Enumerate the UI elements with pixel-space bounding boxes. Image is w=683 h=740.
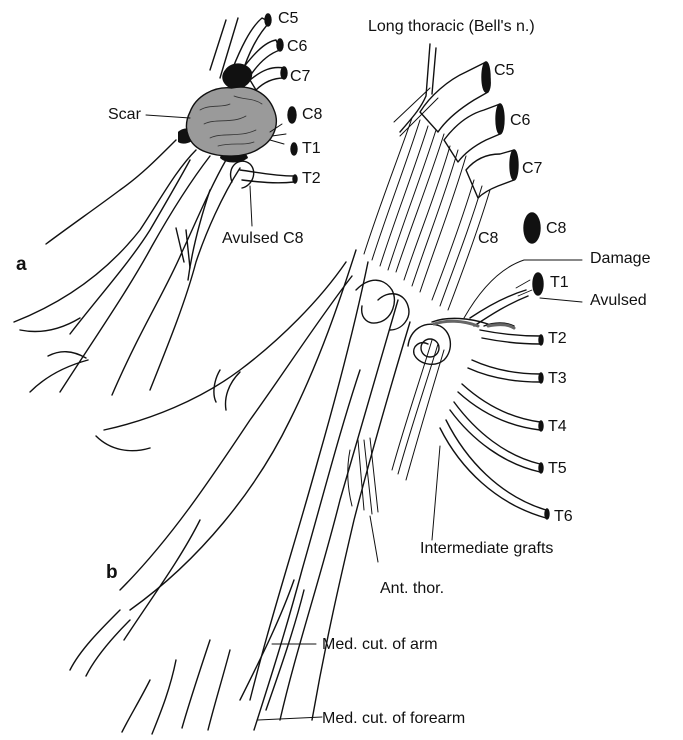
panel-a-t2-nerve: [240, 170, 294, 183]
panel-b-label-t6: T6: [554, 508, 573, 526]
panel-b-label-c5: C5: [494, 62, 514, 80]
scar-mass: [187, 87, 277, 156]
panel-a-label-c8: C8: [302, 106, 322, 124]
panel-a-nerve-trunks: [14, 140, 240, 395]
intermediate-graft-strands: [348, 340, 444, 514]
panel-b-label-t5: T5: [548, 460, 567, 478]
coil-loop: [408, 324, 450, 364]
panel-b-label-med-cut-forearm: Med. cut. of forearm: [322, 710, 465, 728]
panel-b-label-avulsed: Avulsed: [590, 292, 647, 310]
panel-a-label-c7: C7: [290, 68, 310, 86]
panel-a-label-avulsed-c8: Avulsed C8: [222, 230, 304, 248]
long-thoracic-nerve: [400, 44, 436, 132]
panel-a-label-c6: C6: [287, 38, 307, 56]
panel-b-label-c8-root: C8: [546, 220, 566, 238]
panel-a-label-t2: T2: [302, 170, 321, 188]
panel-b-c8-stump: [524, 213, 540, 243]
arm-nerve-trunks: [70, 250, 410, 734]
panel-b-label-med-cut-arm: Med. cut. of arm: [322, 636, 438, 654]
panel-b-label-c7: C7: [522, 160, 542, 178]
panel-b-label-t1: T1: [550, 274, 569, 292]
panel-b-label-t3: T3: [548, 370, 567, 388]
panel-a-loop: [231, 161, 254, 188]
intercostal-nerves: [440, 330, 549, 519]
panel-b-label-c6: C6: [510, 112, 530, 130]
panel-b-label-ant-thor: Ant. thor.: [380, 580, 444, 598]
panel-b-label-t4: T4: [548, 418, 567, 436]
panel-b-root-stumps: [420, 62, 518, 198]
panel-a-drawing: [14, 14, 297, 395]
panel-b-label-damage: Damage: [590, 250, 650, 268]
panel-a-label-scar: Scar: [108, 106, 141, 124]
panel-b-label-c8-trunk: C8: [478, 230, 498, 248]
panel-b-marker: b: [106, 564, 118, 582]
panel-b-label-t2: T2: [548, 330, 567, 348]
panel-b-label-intermediate-grafts: Intermediate grafts: [420, 540, 553, 558]
scar-leader: [146, 115, 190, 118]
panel-a-label-t1: T1: [302, 140, 321, 158]
panel-a-t1-stump: [291, 143, 297, 155]
knot-shape-1: [356, 280, 394, 323]
knot-shape-2: [378, 294, 409, 330]
panel-b-label-long-thoracic: Long thoracic (Bell's n.): [368, 18, 535, 36]
panel-a-c8-stump: [288, 107, 296, 123]
panel-a-label-c5: C5: [278, 10, 298, 28]
avulsed-c8-leader: [250, 186, 252, 226]
panel-b-drawing: [70, 44, 582, 734]
panel-b-t1-stump: [533, 273, 543, 295]
panel-a-marker: a: [16, 256, 27, 274]
